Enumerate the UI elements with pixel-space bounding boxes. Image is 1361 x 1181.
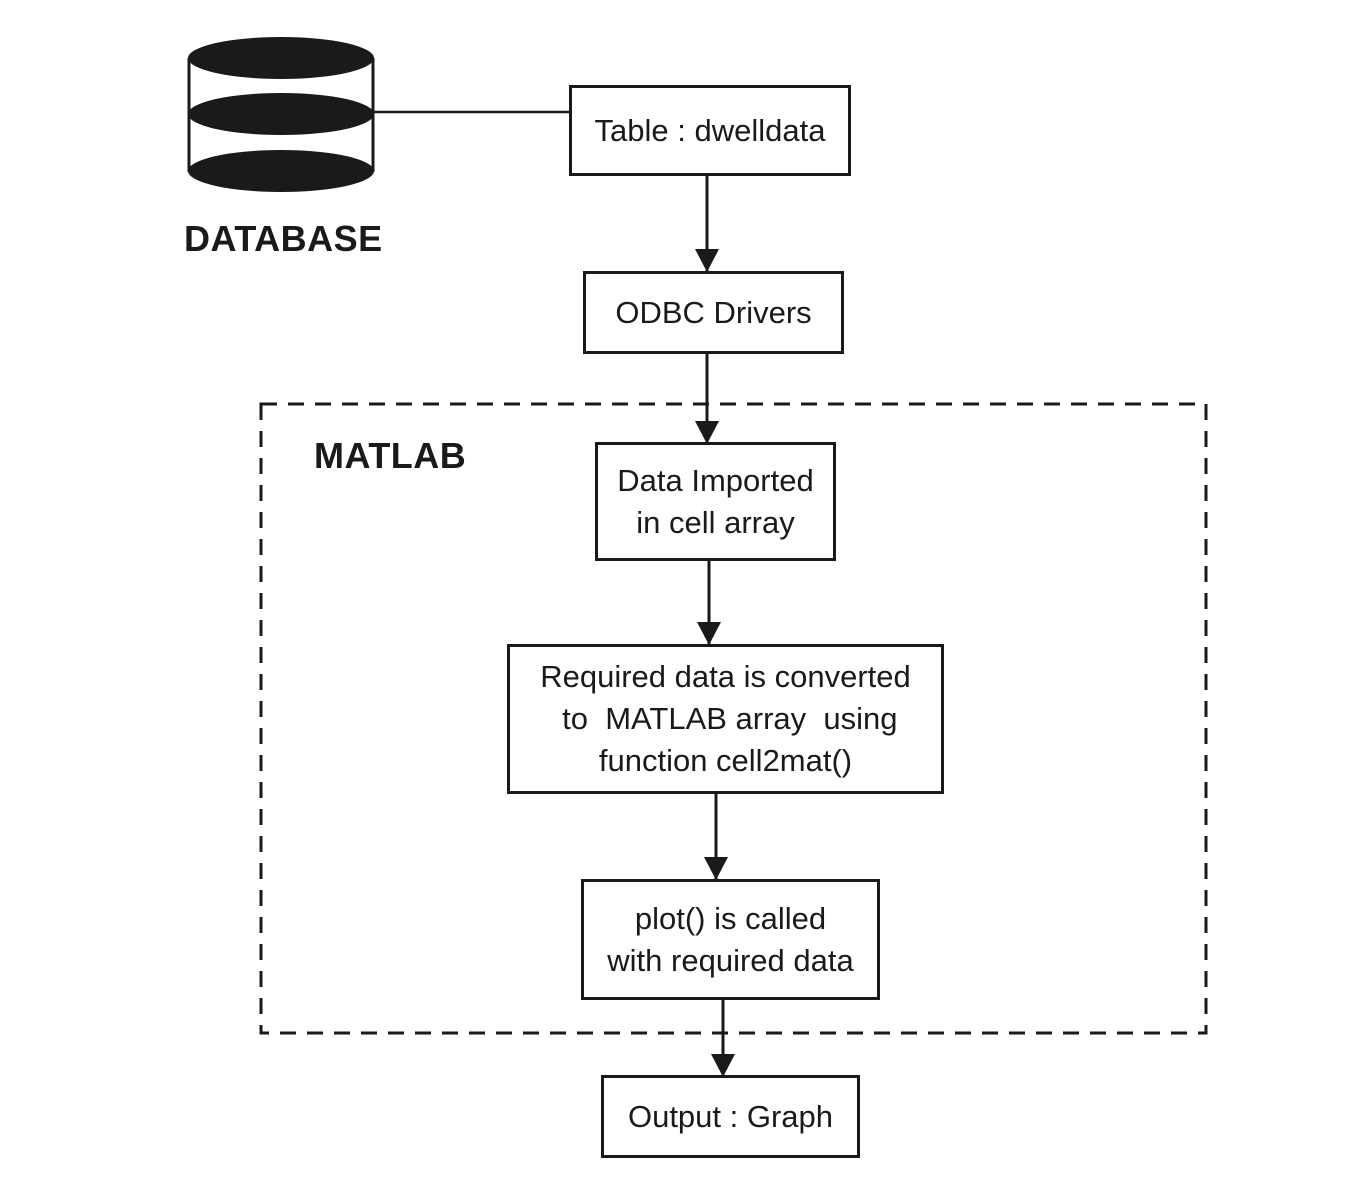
matlab-group-label: MATLAB <box>314 435 467 476</box>
arrowhead-plot-to-output <box>711 1054 735 1077</box>
arrowhead-convert-to-plot <box>704 857 728 880</box>
import-box-line: in cell array <box>636 504 795 540</box>
matlab-group-boundary <box>259 402 1208 1035</box>
output-box-line: Output : Graph <box>627 1098 834 1134</box>
plot-box-line: plot() is called <box>634 900 827 936</box>
database-label: DATABASE <box>184 218 383 259</box>
odbc-box-line: ODBC Drivers <box>615 294 812 330</box>
arrowhead-table-to-odbc <box>695 249 719 272</box>
convert-to-array-box: Required data is converted to MATLAB arr… <box>507 644 944 794</box>
convert-box-line: to MATLAB array using <box>553 701 898 736</box>
data-imported-box: Data Imported in cell array <box>595 442 836 561</box>
database-cylinder-icon <box>187 37 375 192</box>
arrowhead-import-to-convert <box>697 622 721 645</box>
arrowhead-odbc-to-import <box>695 421 719 444</box>
odbc-drivers-box: ODBC Drivers <box>583 271 844 354</box>
table-dwelldata-box: Table : dwelldata <box>569 85 851 176</box>
convert-box-line: function cell2mat() <box>598 743 853 778</box>
convert-box-line: Required data is converted <box>540 659 911 694</box>
plot-box-line: with required data <box>607 942 854 978</box>
table-box-line: Table : dwelldata <box>594 112 826 148</box>
output-graph-box: Output : Graph <box>601 1075 860 1158</box>
import-box-line: Data Imported <box>617 462 814 498</box>
plot-called-box: plot() is called with required data <box>581 879 880 1000</box>
